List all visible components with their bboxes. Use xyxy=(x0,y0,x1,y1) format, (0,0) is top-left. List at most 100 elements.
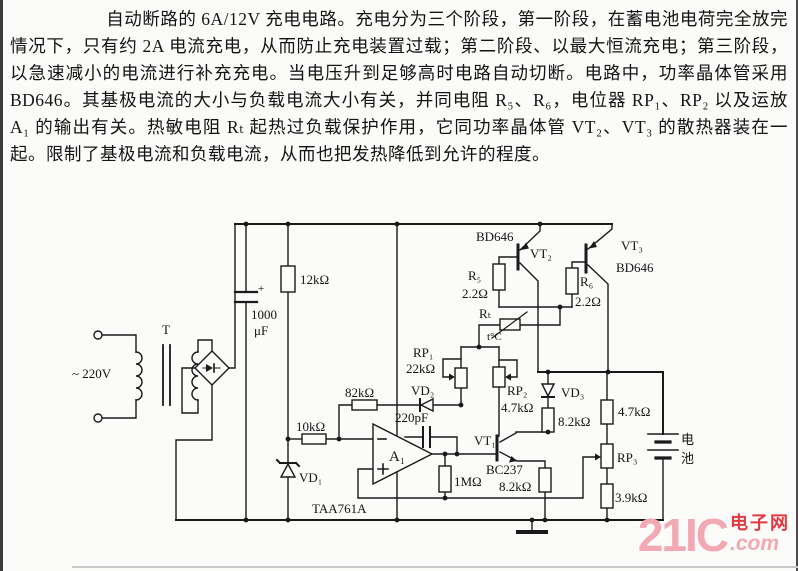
label-rp1: RP₁ xyxy=(413,345,433,360)
pot-rp1 xyxy=(454,367,468,389)
resistor-r5 xyxy=(492,263,506,291)
label-r-div-bot: 3.9kΩ xyxy=(615,490,647,505)
junction-dot xyxy=(545,429,551,435)
wire-vt1-collector xyxy=(499,431,549,443)
resistor-1m xyxy=(438,465,452,493)
label-r-div-top: 4.7kΩ xyxy=(618,404,650,419)
junction-dots xyxy=(243,221,611,523)
label-c-comp: 220pF xyxy=(395,410,428,425)
watermark-site-cn: 电子网 xyxy=(730,513,790,533)
transformer-core xyxy=(162,344,171,406)
label-r-82k: 82kΩ xyxy=(345,385,374,400)
label-rp2: RP₂ xyxy=(507,383,527,398)
description-paragraph: 自动断路的 6A/12V 充电电路。充电分为三个阶段，第一阶段，在蓄电池电荷完全… xyxy=(10,9,788,164)
resistor-sense-8k2 xyxy=(541,407,555,433)
junction-dot xyxy=(243,517,249,523)
wire-secondary-bottom xyxy=(181,367,199,414)
vt3-emitter-arrow xyxy=(589,241,597,249)
wire-vt2-collector xyxy=(519,262,539,373)
wire-secondary-top xyxy=(197,339,213,353)
wires xyxy=(101,223,664,534)
junction-dot xyxy=(458,402,464,408)
resistor-3k9 xyxy=(600,483,614,509)
wire-dc-plus-riser xyxy=(228,223,236,369)
label-vt1: VT₁ xyxy=(474,433,496,448)
transformer-primary-coil xyxy=(135,351,143,401)
wire-vt3-emitter xyxy=(587,223,613,250)
pot-rp2 xyxy=(492,366,506,388)
label-battery-2: 池 xyxy=(681,451,694,466)
vt2-emitter-arrow xyxy=(521,242,529,250)
label-ac-voltage: ~ 220V xyxy=(72,366,112,381)
wire-rp2-wiper xyxy=(498,359,518,378)
label-battery-1: 电 xyxy=(681,432,694,447)
terminal-ac-top xyxy=(93,330,103,340)
label-cap-plus: + xyxy=(258,283,264,295)
wire-fb-riser xyxy=(338,404,353,440)
junction-dot xyxy=(529,517,535,523)
junction-dot xyxy=(476,344,482,350)
wire-rt-left xyxy=(478,324,501,348)
label-r6: R₆ xyxy=(580,274,593,289)
watermark: 21IC 电子网 .com xyxy=(638,512,790,558)
label-rp1-val: 22kΩ xyxy=(406,361,435,376)
label-vd1: VD₁ xyxy=(299,470,322,485)
junction-dot xyxy=(557,304,563,310)
components xyxy=(93,241,679,509)
page-border-bottom xyxy=(72,566,798,568)
thermistor-slash xyxy=(491,311,528,339)
label-opamp: A₁ xyxy=(389,449,405,465)
resistor-10k xyxy=(301,433,327,445)
junction-dot xyxy=(454,451,460,457)
label-rp3: RP₃ xyxy=(617,450,637,465)
label-rt: Rₜ xyxy=(479,306,492,321)
wire-plus-input xyxy=(357,456,597,499)
junction-dot xyxy=(394,517,400,523)
label-r-1m: 1MΩ xyxy=(454,474,482,489)
resistor-emitter-8k2 xyxy=(538,467,552,493)
label-cap-value: 1000 xyxy=(251,307,277,322)
diode-vd3-triangle xyxy=(540,383,556,398)
cap-filter-plates xyxy=(233,290,259,304)
label-cap-unit: μF xyxy=(254,323,268,338)
resistor-4k7 xyxy=(600,399,614,425)
resistor-12k xyxy=(280,265,296,293)
label-vd2: VD₂ xyxy=(411,383,434,398)
label-r-emitter: 8.2kΩ xyxy=(499,479,531,494)
label-r-12k: 12kΩ xyxy=(300,272,329,287)
wire-rail-372 xyxy=(537,371,664,435)
label-vt3: VT₃ xyxy=(621,238,643,253)
label-r-sense: 8.2kΩ xyxy=(558,414,590,429)
wire-comp-right xyxy=(429,436,458,455)
junction-dot xyxy=(394,221,400,227)
pot-rp3 xyxy=(600,443,614,469)
junction-dot xyxy=(285,436,291,442)
junction-dot xyxy=(542,517,548,523)
label-vt2-part: BD646 xyxy=(476,229,514,244)
diode-vd2-triangle xyxy=(419,397,434,413)
junction-dot xyxy=(545,369,551,375)
label-r5-val: 2.2Ω xyxy=(462,286,488,301)
resistor-82k xyxy=(351,399,378,411)
wire-vt3-collector xyxy=(587,264,609,373)
label-opamp-part: TAA761A xyxy=(312,501,367,516)
wire-dc-minus xyxy=(175,384,213,521)
diode-vd1-triangle xyxy=(279,462,297,478)
wire-rt-right xyxy=(519,306,561,326)
label-r-10k: 10kΩ xyxy=(296,419,325,434)
opamp-plus-glyph xyxy=(377,463,389,475)
junction-dot xyxy=(604,517,610,523)
transformer-secondary-coil xyxy=(191,351,199,401)
cap-comp-plates xyxy=(422,426,431,448)
junction-dot xyxy=(285,221,291,227)
resistor-r6 xyxy=(565,267,579,295)
label-r6-val: 2.2Ω xyxy=(575,294,601,309)
label-vd3: VD₃ xyxy=(561,385,584,400)
watermark-site-com: .com xyxy=(730,532,780,555)
wire-vt1-emitter xyxy=(499,451,546,469)
page-border-right xyxy=(796,0,798,571)
junction-dot xyxy=(285,517,291,523)
rp3-wiper-arrow xyxy=(595,453,601,461)
junction-dot xyxy=(605,369,611,375)
